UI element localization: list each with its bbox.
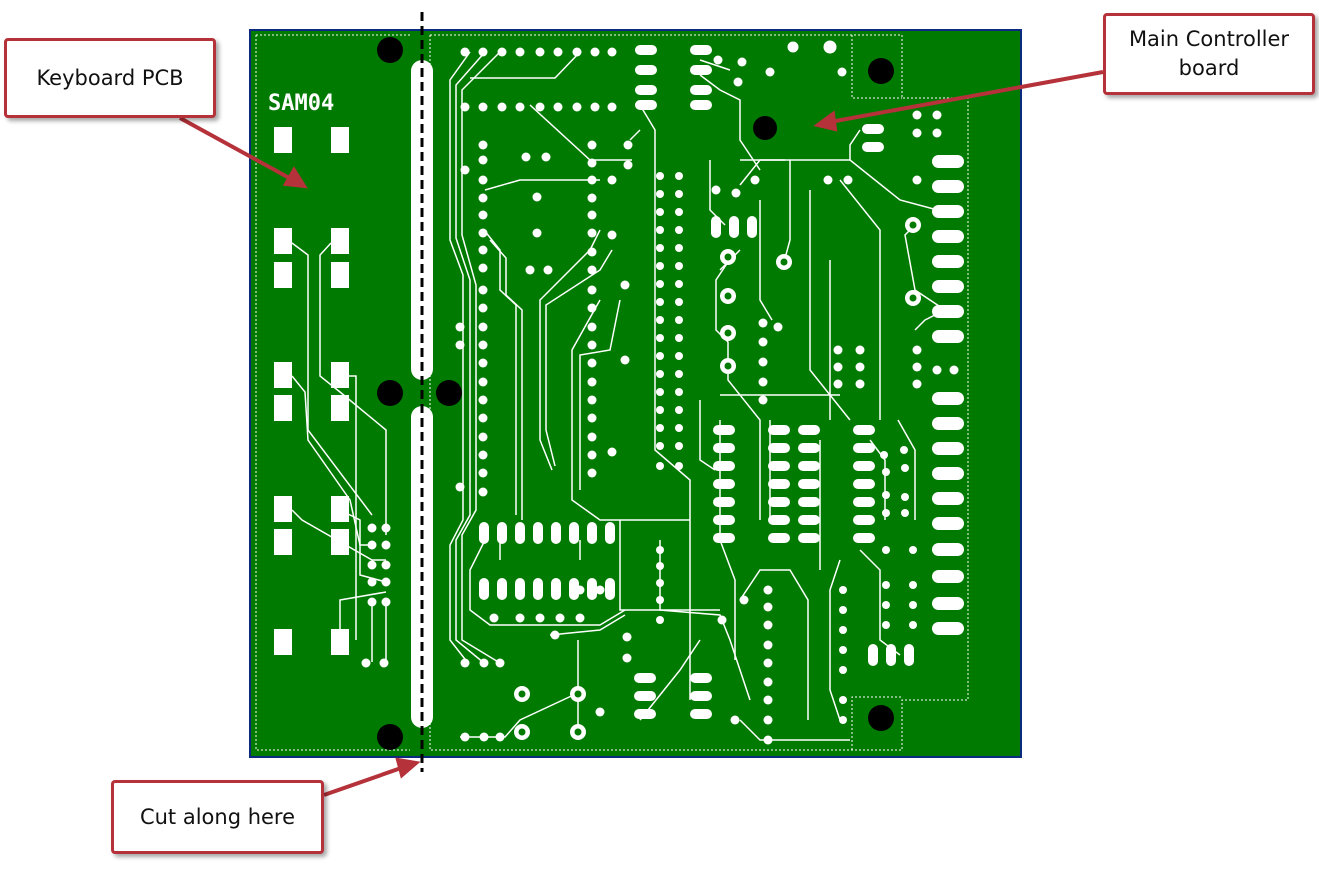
callout-arrows [179,70,1104,797]
callout-main-text: Main Controller board [1129,25,1289,83]
callout-cut-text: Cut along here [139,804,296,829]
callout-keyboard-text: Keyboard PCB [36,65,184,90]
keyboard-vias [361,523,391,668]
callout-main-controller: Main Controller board [1103,13,1315,95]
keyboard-traces [291,242,387,662]
main-board-vias [455,40,959,745]
oval-pads [479,45,964,719]
callout-main-line2: board [1178,56,1240,80]
callout-main-line1: Main Controller [1128,27,1290,51]
keyboard-pads [274,127,349,655]
silkscreen-board-id: SAM04 [268,91,334,116]
large-pad-holes [518,221,917,736]
callout-keyboard-pcb: Keyboard PCB [4,38,216,118]
callout-cut-line: Cut along here [111,780,324,854]
board-outline-dotted [255,34,969,751]
mounting-holes [377,37,894,750]
